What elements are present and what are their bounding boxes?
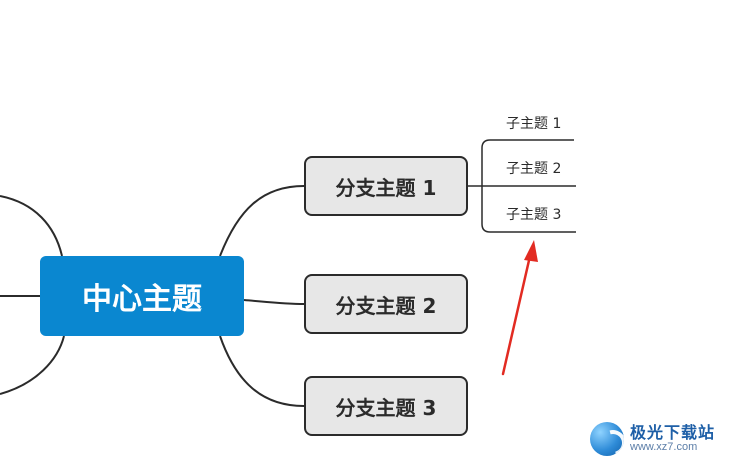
branch-topic-3[interactable]: 分支主题 3: [304, 376, 468, 436]
connector-subtopic-3: [481, 186, 576, 233]
subtopic-3[interactable]: 子主题 3: [506, 207, 562, 223]
watermark-url: www.xz7.com: [630, 440, 698, 453]
watermark-text: 极光下载站 www.xz7.com: [630, 422, 716, 453]
annotation-arrow: [501, 240, 538, 376]
connector-branch-1: [219, 185, 305, 257]
connector-branch-3: [219, 335, 305, 407]
connector-subtopic-1: [481, 139, 574, 186]
logo-icon: [590, 422, 624, 456]
connector-branch-2: [243, 299, 305, 305]
branch-topic-1[interactable]: 分支主题 1: [304, 156, 468, 216]
subtopic-1[interactable]: 子主题 1: [506, 116, 562, 132]
watermark-title: 极光下载站: [630, 422, 716, 442]
branch-topic-2[interactable]: 分支主题 2: [304, 274, 468, 334]
central-topic[interactable]: 中心主题: [40, 256, 244, 336]
left-connector-bottom: [0, 335, 65, 395]
site-watermark: 极光下载站 www.xz7.com: [590, 417, 740, 461]
left-connector-top: [0, 195, 63, 257]
subtopic-2[interactable]: 子主题 2: [506, 161, 562, 177]
